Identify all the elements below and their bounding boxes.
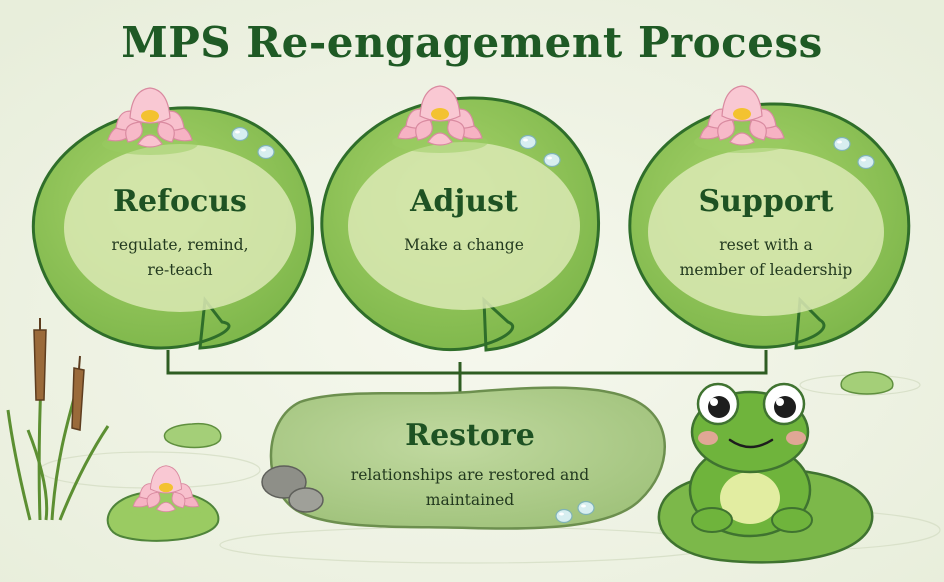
- frog-icon: [657, 382, 874, 564]
- page-title: MPS Re-engagement Process: [121, 18, 823, 67]
- step-adjust: Adjust Make a change: [352, 184, 576, 258]
- lily-pad-adjust: [320, 96, 601, 352]
- lily-pad-refocus: [31, 106, 314, 350]
- step-description: reset with a member of leadership: [646, 233, 886, 283]
- cattail-icon: [6, 318, 110, 521]
- desc-line: relationships are restored and: [350, 466, 590, 484]
- desc-line: regulate, remind,: [111, 236, 249, 254]
- bottom-left-lily-pad: [106, 465, 220, 542]
- desc-line: re-teach: [147, 261, 213, 279]
- outcome-restore: Restore relationships are restored and m…: [320, 418, 620, 513]
- step-description: Make a change: [352, 233, 576, 258]
- step-heading: Refocus: [113, 184, 247, 219]
- desc-line: Make a change: [404, 236, 524, 254]
- step-description: regulate, remind, re-teach: [68, 233, 292, 283]
- step-heading: Adjust: [410, 184, 518, 219]
- step-support: Support reset with a member of leadershi…: [646, 184, 886, 283]
- outcome-heading: Restore: [405, 418, 535, 453]
- step-heading: Support: [698, 184, 834, 219]
- desc-line: reset with a: [719, 236, 813, 254]
- small-lily-pad: [163, 371, 894, 449]
- step-refocus: Refocus regulate, remind, re-teach: [68, 184, 292, 283]
- lily-pad-support: [628, 102, 911, 350]
- desc-line: member of leadership: [679, 261, 853, 279]
- rock-icon: [261, 465, 324, 513]
- outcome-description: relationships are restored and maintaine…: [320, 463, 620, 513]
- desc-line: maintained: [425, 491, 515, 509]
